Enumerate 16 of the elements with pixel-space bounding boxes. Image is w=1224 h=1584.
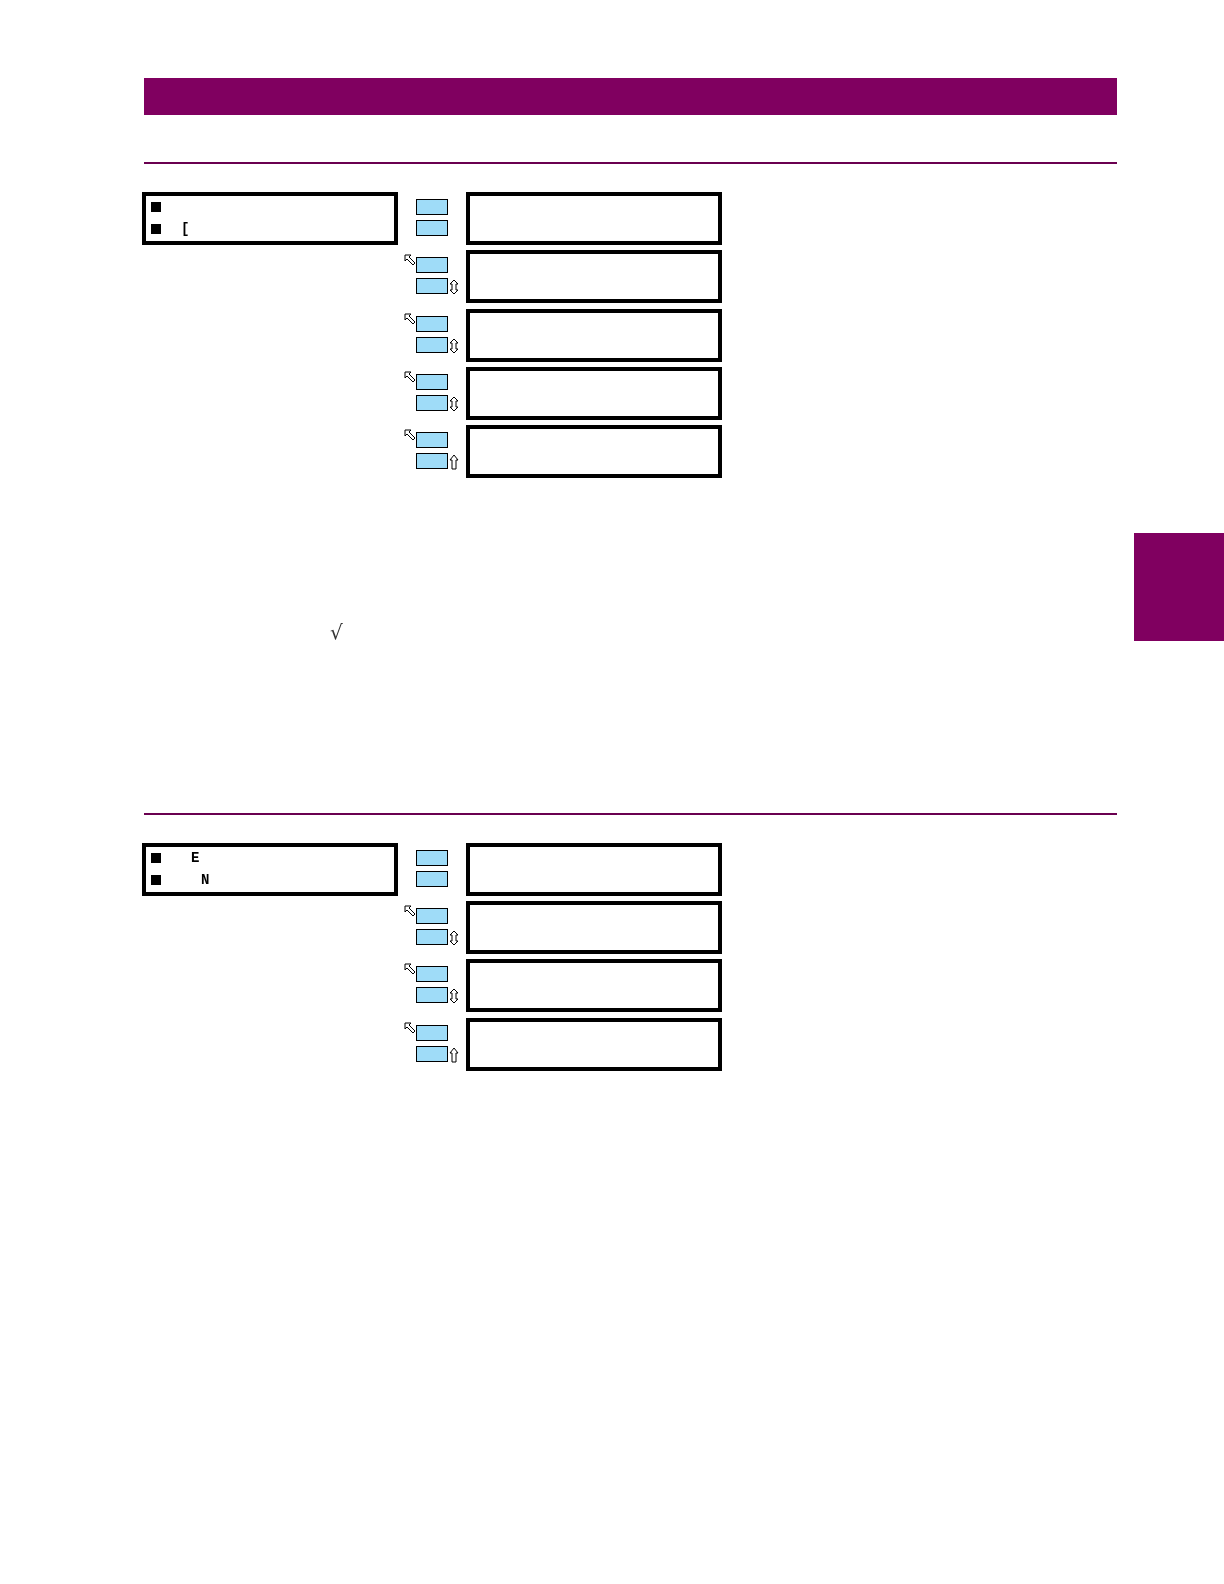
menu-text: E	[191, 850, 200, 866]
radical-sign: √	[330, 620, 343, 644]
display-box	[466, 250, 722, 303]
menu-box	[142, 192, 398, 245]
side-tab	[1134, 533, 1224, 641]
display-box	[466, 192, 722, 245]
menu-text: N	[201, 872, 210, 888]
display-box	[466, 843, 722, 896]
display-box	[466, 959, 722, 1012]
display-box	[466, 425, 722, 478]
menu-box	[142, 843, 398, 896]
menu-text: [	[181, 221, 190, 237]
display-box	[466, 1018, 722, 1071]
display-box	[466, 901, 722, 954]
display-box	[466, 309, 722, 362]
display-box	[466, 367, 722, 420]
